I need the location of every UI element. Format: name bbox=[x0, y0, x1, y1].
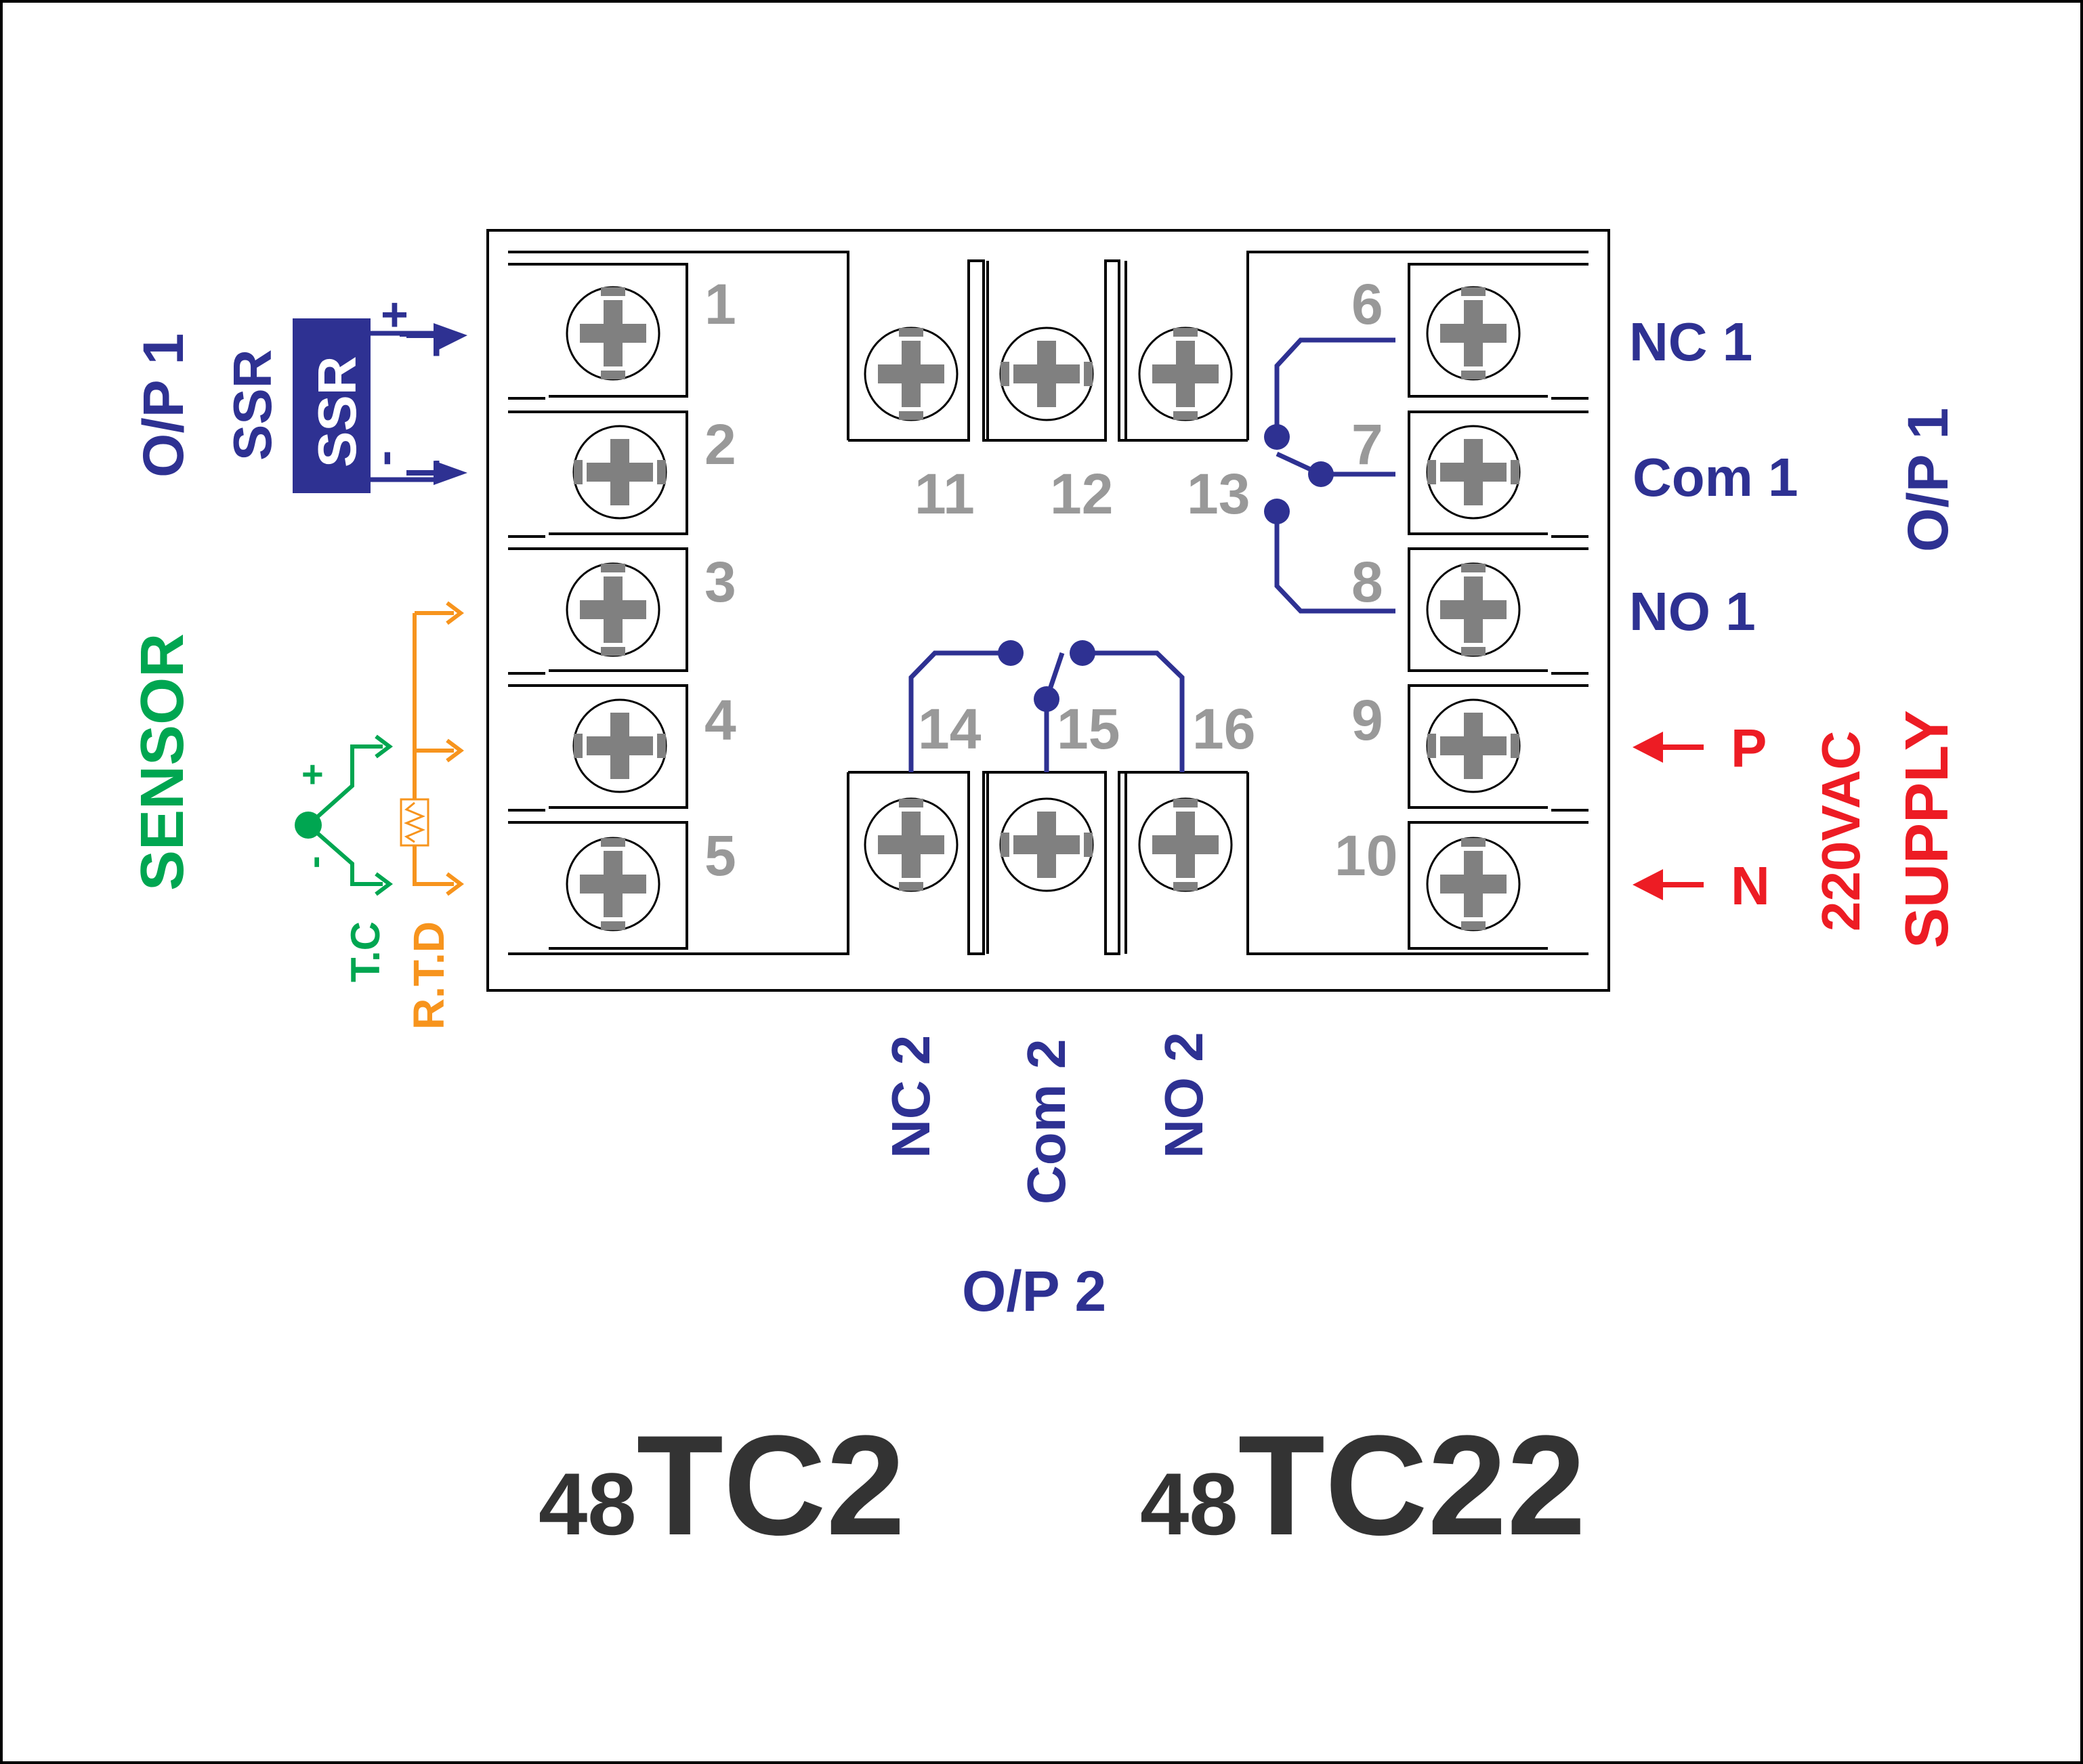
relay-2-nc-contact-dot bbox=[998, 640, 1024, 666]
terminal-number-15: 15 bbox=[1057, 697, 1120, 761]
ssr-arrow-minus-shaft bbox=[406, 470, 437, 476]
rtd-resistor-zigzag bbox=[404, 801, 425, 843]
terminal-number-7: 7 bbox=[1351, 413, 1383, 476]
model-2-prefix: 48 bbox=[1140, 1454, 1238, 1553]
terminal-11-screw-icon[interactable] bbox=[865, 328, 957, 420]
ssr-minus-sign: - bbox=[357, 450, 410, 466]
ssr-arrows bbox=[434, 323, 467, 485]
thermocouple-wiring bbox=[307, 744, 383, 886]
terminal-4-screw-icon[interactable] bbox=[574, 700, 666, 792]
thermocouple-junction-dot bbox=[295, 812, 322, 839]
rtd-label: R.T.D bbox=[404, 921, 453, 1030]
terminal-number-9: 9 bbox=[1351, 688, 1383, 752]
top-terminal-block bbox=[848, 259, 1248, 442]
ssr-plus-sign: + bbox=[381, 288, 408, 341]
phase-label: P bbox=[1731, 718, 1767, 778]
terminal-number-1: 1 bbox=[704, 272, 736, 336]
rtd-arrows bbox=[446, 601, 464, 896]
terminal-8-screw-icon[interactable] bbox=[1427, 564, 1519, 656]
terminal-13-screw-icon[interactable] bbox=[1139, 328, 1232, 420]
terminal-15-screw-icon[interactable] bbox=[1001, 799, 1093, 891]
supply-voltage-label: 220VAC bbox=[1811, 731, 1871, 931]
terminal-3-screw-icon[interactable] bbox=[567, 564, 659, 656]
phase-arrow-icon bbox=[1633, 732, 1663, 763]
terminal-number-12: 12 bbox=[1050, 462, 1113, 526]
terminal-number-14: 14 bbox=[918, 697, 982, 761]
terminal-6-screw-icon[interactable] bbox=[1427, 287, 1519, 379]
output-2-title: O/P 2 bbox=[962, 1259, 1106, 1323]
neutral-label: N bbox=[1731, 856, 1770, 916]
model-1-name: TC2 bbox=[637, 1406, 906, 1565]
right-terminal-block bbox=[1246, 251, 1588, 955]
model-name-1: 48TC2 bbox=[539, 1406, 905, 1565]
model-2-name: TC22 bbox=[1238, 1406, 1586, 1565]
output-1-left-title: O/P 1 bbox=[131, 333, 195, 478]
thermocouple-arrows bbox=[375, 734, 393, 896]
relay-2-no-contact-dot bbox=[1070, 640, 1095, 666]
left-terminal-block bbox=[508, 251, 849, 955]
rtd-wiring bbox=[413, 611, 454, 886]
terminal-number-11: 11 bbox=[914, 462, 975, 526]
thermocouple-plus-sign: + bbox=[301, 753, 324, 795]
no-2-label: NO 2 bbox=[1154, 1032, 1214, 1158]
terminal-1-screw-icon[interactable] bbox=[567, 287, 659, 379]
com-1-label: Com 1 bbox=[1633, 447, 1798, 507]
ssr-box bbox=[293, 318, 371, 493]
supply-title: SUPPLY bbox=[1893, 710, 1961, 948]
no-1-label: NO 1 bbox=[1629, 581, 1756, 642]
terminal-number-3: 3 bbox=[704, 550, 736, 614]
terminal-10-screw-icon[interactable] bbox=[1427, 838, 1519, 930]
terminal-number-4: 4 bbox=[704, 688, 736, 752]
ssr-label: SSR bbox=[222, 350, 282, 461]
terminal-number-13: 13 bbox=[1187, 462, 1250, 526]
terminal-number-16: 16 bbox=[1192, 697, 1255, 761]
relay-1-no-contact-dot bbox=[1264, 499, 1290, 524]
terminal-7-screw-icon[interactable] bbox=[1427, 426, 1519, 518]
thermocouple-minus-sign: - bbox=[292, 856, 335, 868]
ssr-arrow-plus-shaft bbox=[406, 333, 437, 338]
output-1-right-title: O/P 1 bbox=[1896, 408, 1960, 552]
bottom-terminal-block bbox=[848, 771, 1248, 955]
ssr-box-label: SSR bbox=[307, 356, 367, 468]
sensor-title: SENSOR bbox=[129, 633, 196, 891]
relay-2-com-contact-dot bbox=[1034, 686, 1059, 712]
com-2-label: Com 2 bbox=[1016, 1039, 1076, 1205]
supply-arrows bbox=[1633, 732, 1704, 900]
terminal-number-10: 10 bbox=[1334, 824, 1397, 887]
terminal-number-5: 5 bbox=[704, 824, 736, 887]
terminal-5-screw-icon[interactable] bbox=[567, 838, 659, 930]
terminal-number-6: 6 bbox=[1351, 272, 1383, 336]
model-name-2: 48TC22 bbox=[1140, 1406, 1586, 1565]
terminal-number-8: 8 bbox=[1351, 550, 1383, 614]
terminal-2-screw-icon[interactable] bbox=[574, 426, 666, 518]
controller-body bbox=[486, 229, 1610, 992]
terminal-16-screw-icon[interactable] bbox=[1139, 799, 1232, 891]
relay-1-nc-contact-dot bbox=[1264, 424, 1290, 450]
terminal-number-2: 2 bbox=[704, 413, 736, 476]
terminal-12-screw-icon[interactable] bbox=[1001, 328, 1093, 420]
nc-1-label: NC 1 bbox=[1629, 312, 1752, 372]
terminal-9-screw-icon[interactable] bbox=[1427, 700, 1519, 792]
model-1-prefix: 48 bbox=[539, 1454, 637, 1553]
neutral-arrow-icon bbox=[1633, 869, 1663, 900]
rtd-resistor-icon bbox=[400, 798, 429, 847]
terminal-14-screw-icon[interactable] bbox=[865, 799, 957, 891]
relay-1-com-contact-dot bbox=[1308, 461, 1334, 487]
thermocouple-label: T.C bbox=[343, 921, 388, 982]
nc-2-label: NC 2 bbox=[881, 1035, 941, 1158]
